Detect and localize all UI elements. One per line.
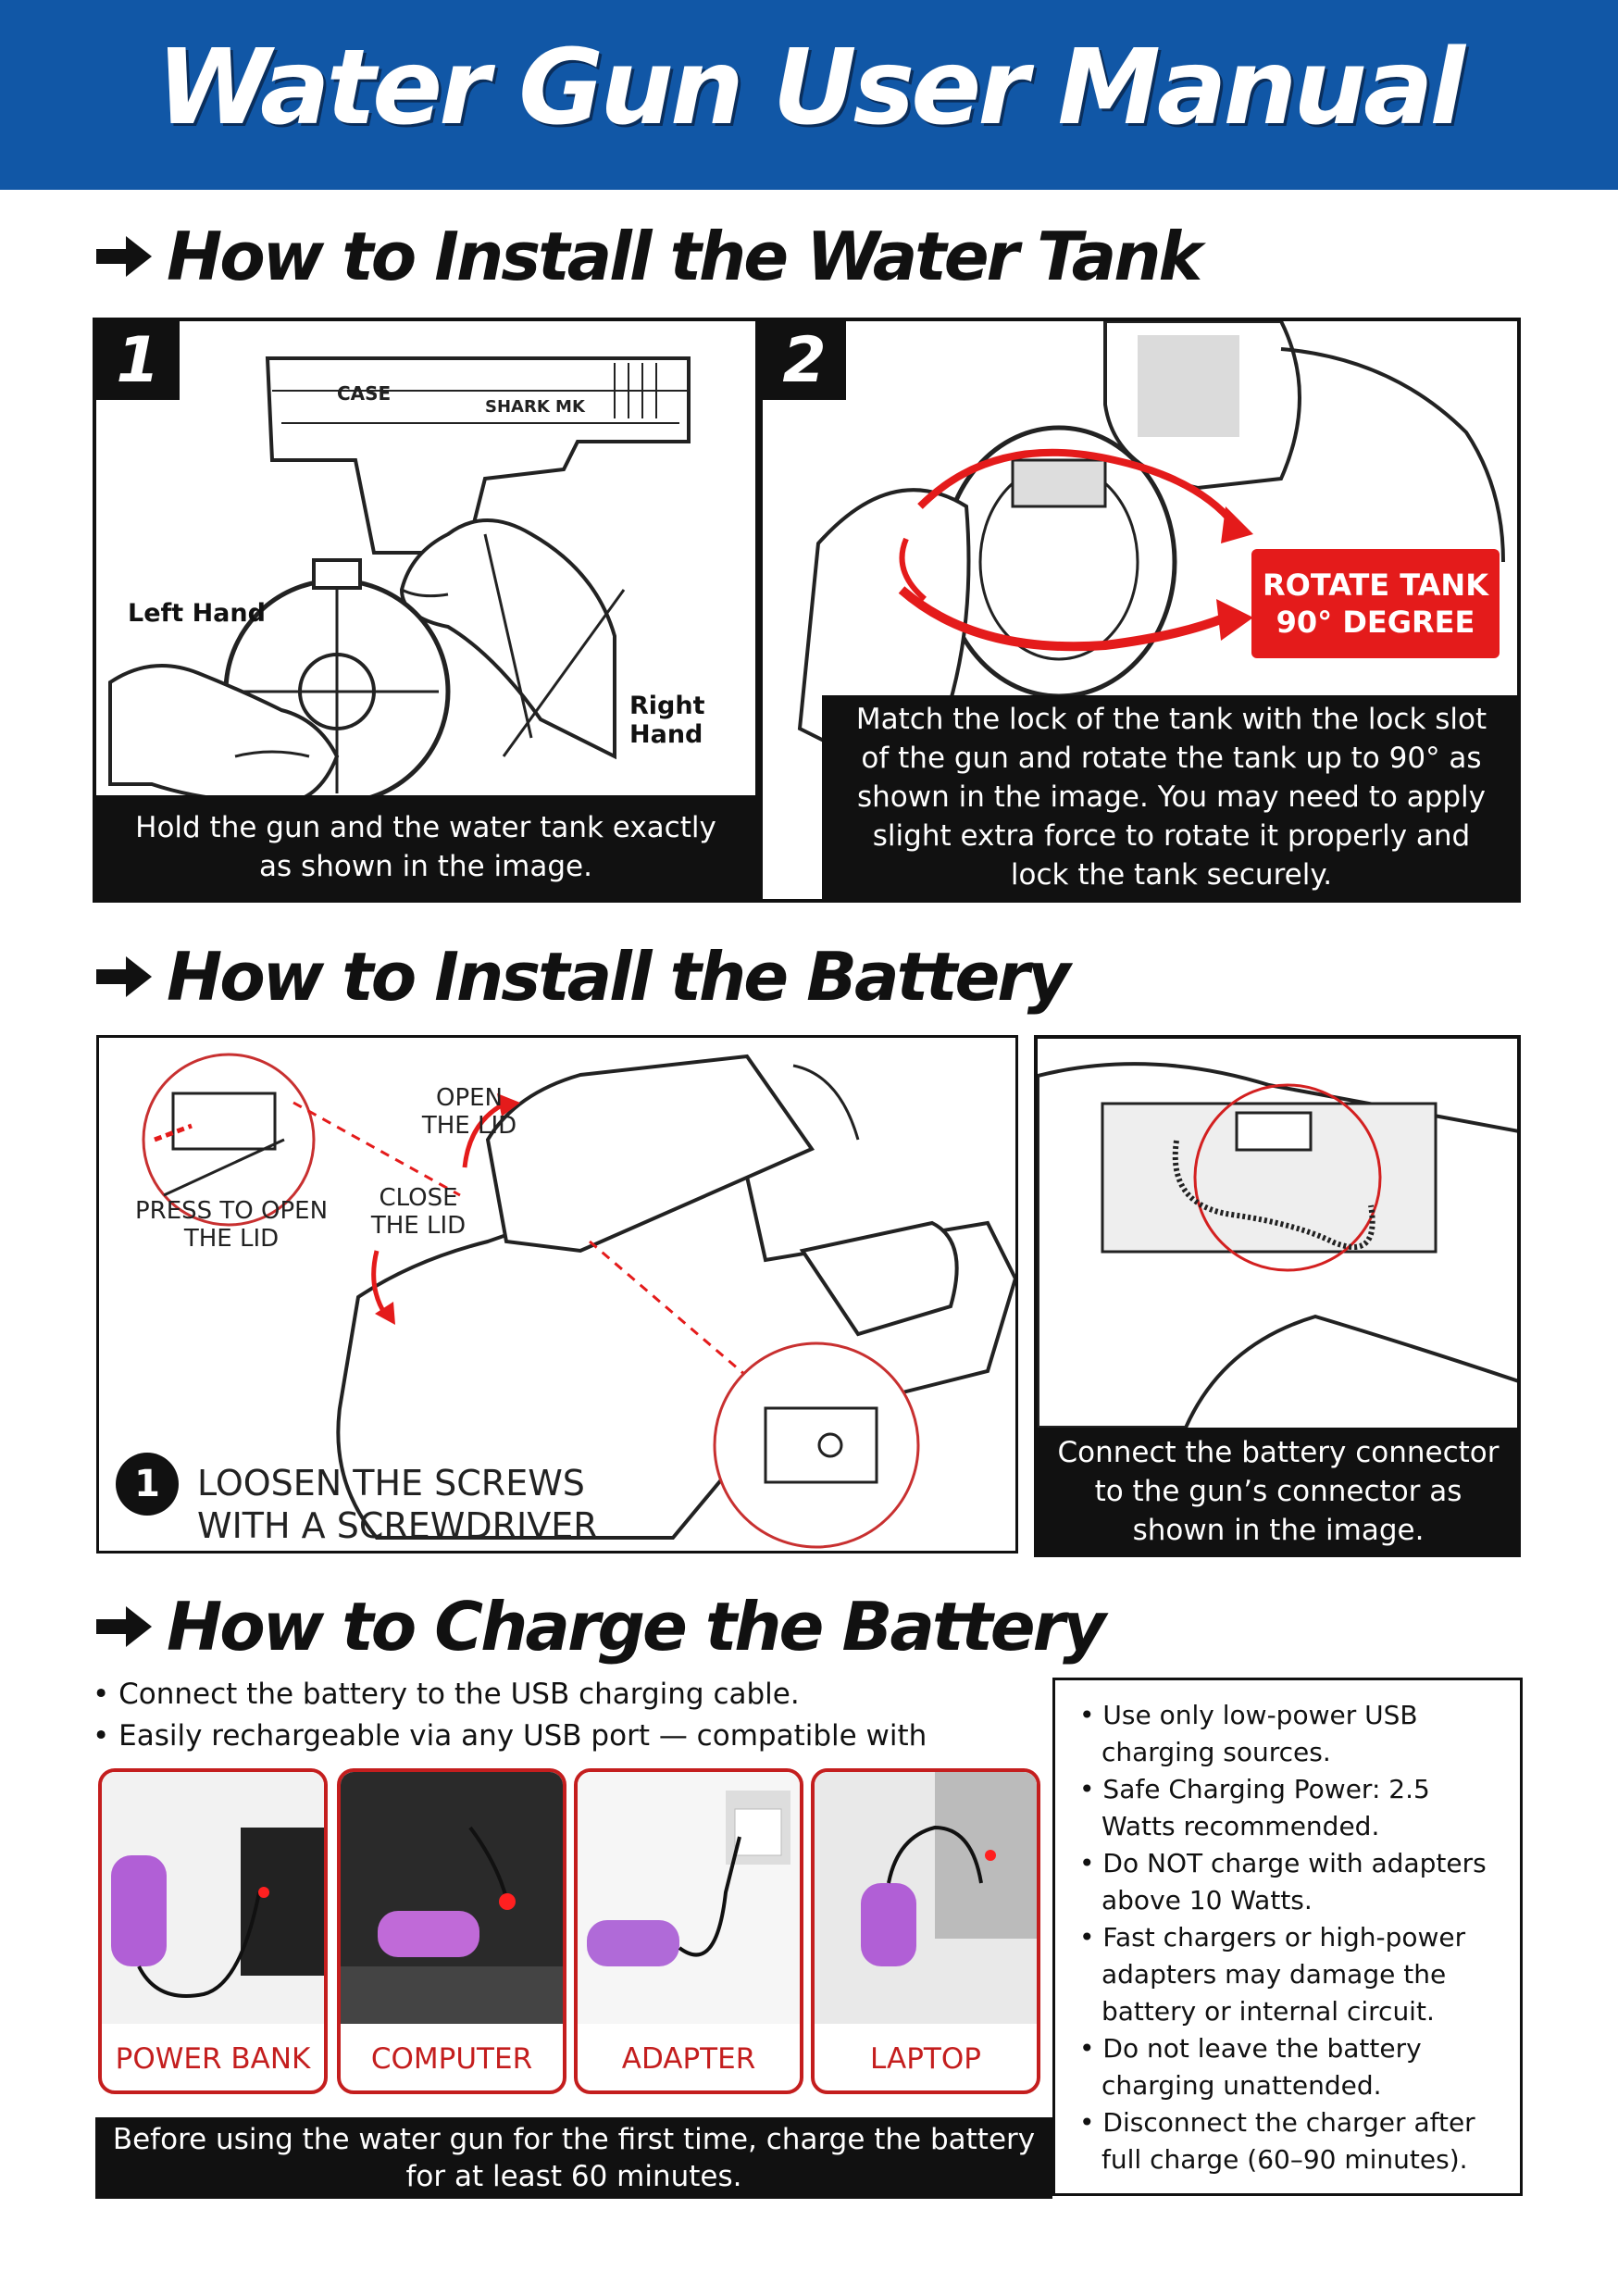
battery-step-number: 1 [134, 1463, 160, 1505]
adapter-photo [578, 1772, 800, 2024]
gun-brand-text: CASE [337, 382, 392, 405]
source-card-power-bank: POWER BANK [98, 1768, 328, 2094]
laptop-photo [815, 1772, 1037, 2024]
note-item: Disconnect the charger after full charge… [1079, 2104, 1507, 2178]
step-2-caption: Match the lock of the tank with the lock… [822, 695, 1517, 899]
source-label: COMPUTER [370, 2042, 533, 2076]
close-lid-label: CLOSE THE LID [370, 1184, 467, 1240]
note-item: Safe Charging Power: 2.5 Watts recommend… [1079, 1771, 1507, 1845]
source-card-computer: COMPUTER [337, 1768, 566, 2094]
section-heading-battery: How to Install the Battery [93, 935, 1071, 1018]
note-item: Do NOT charge with adapters above 10 Wat… [1079, 1845, 1507, 1919]
charging-safety-notes: Use only low-power USB charging sources.… [1052, 1678, 1523, 2196]
open-lid-label: OPEN THE LID [421, 1084, 517, 1140]
step-number-2: 2 [763, 321, 846, 400]
loosen-screws-text: LOOSEN THE SCREWS WITH A SCREWDRIVER [197, 1463, 598, 1546]
press-to-open-label: PRESS TO OPEN THE LID [134, 1197, 329, 1253]
arrow-right-icon [96, 236, 152, 277]
source-card-adapter: ADAPTER [574, 1768, 803, 2094]
section-heading-charge: How to Charge the Battery [93, 1585, 1106, 1668]
gun-model-text: SHARK MK [485, 397, 585, 417]
source-label: LAPTOP [870, 2042, 981, 2076]
section-title: How to Install the Water Tank [167, 218, 1202, 295]
tank-step-1-panel: 1 CASE SHARK MK Left Hand Right Hand Hol… [93, 318, 759, 903]
arrow-right-icon [96, 956, 152, 997]
section-heading-tank: How to Install the Water Tank [93, 215, 1202, 298]
battery-connector-illustration [1038, 1062, 1517, 1429]
arrow-right-icon [96, 1606, 152, 1647]
source-card-laptop: LAPTOP [811, 1768, 1040, 2094]
note-item: Do not leave the battery charging unatte… [1079, 2030, 1507, 2104]
charging-instructions: Connect the battery to the USB charging … [93, 1674, 1018, 1757]
section-title: How to Install the Battery [167, 938, 1071, 1016]
battery-lid-panel: PRESS TO OPEN THE LID OPEN THE LID CLOSE… [96, 1035, 1018, 1554]
battery-lid-illustration [116, 1053, 1015, 1549]
tank-step-2-panel: 2 ROTATE TANK 90° DEGREE Match the lock … [759, 318, 1521, 903]
source-label: POWER BANK [115, 2042, 311, 2076]
note-item: Use only low-power USB charging sources. [1079, 1697, 1507, 1771]
section-title: How to Charge the Battery [167, 1588, 1106, 1666]
source-label: ADAPTER [621, 2042, 756, 2076]
step-number-1: 1 [96, 321, 180, 400]
first-use-banner: Before using the water gun for the first… [95, 2117, 1052, 2199]
right-hand-label: Right Hand [629, 692, 705, 749]
connector-caption: Connect the battery connector to the gun… [1038, 1428, 1517, 1554]
header-banner: Water Gun User Manual [0, 0, 1618, 190]
rotate-tank-badge: ROTATE TANK 90° DEGREE [1251, 549, 1500, 658]
battery-connector-panel: Connect the battery connector to the gun… [1034, 1035, 1521, 1557]
hand-gun-illustration [108, 356, 691, 805]
computer-photo [341, 1772, 563, 2024]
page-title: Water Gun User Manual [156, 28, 1465, 148]
charging-bullet: Connect the battery to the USB charging … [93, 1674, 1018, 1716]
left-hand-label: Left Hand [128, 599, 266, 628]
note-item: Fast chargers or high-power adapters may… [1079, 1919, 1507, 2030]
charging-bullet: Easily rechargeable via any USB port — c… [93, 1716, 1018, 1757]
power-bank-photo [102, 1772, 324, 2024]
step-1-caption: Hold the gun and the water tank exactly … [96, 795, 755, 899]
